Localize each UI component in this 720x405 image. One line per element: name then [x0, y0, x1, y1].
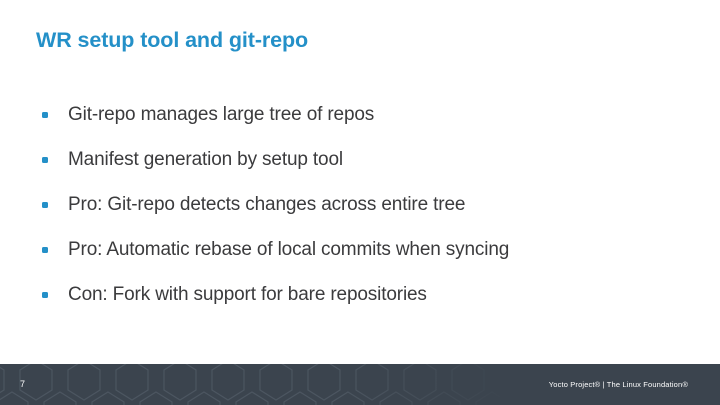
slide-footer: 7 Yocto Project® | The Linux Foundation®	[0, 364, 720, 405]
bullet-square-icon	[42, 291, 48, 298]
list-item: Manifest generation by setup tool	[36, 137, 676, 182]
bullet-square-icon	[42, 156, 48, 163]
list-item-label: Pro: Git-repo detects changes across ent…	[68, 194, 466, 215]
list-item: Pro: Automatic rebase of local commits w…	[36, 227, 676, 272]
page-title: WR setup tool and git-repo	[36, 28, 309, 52]
list-item: Con: Fork with support for bare reposito…	[36, 272, 676, 317]
list-item-label: Git-repo manages large tree of repos	[68, 104, 375, 125]
list-item-label: Manifest generation by setup tool	[68, 149, 343, 170]
bullet-square-icon	[42, 246, 48, 253]
page-number: 7	[20, 379, 26, 389]
list-item: Pro: Git-repo detects changes across ent…	[36, 182, 676, 227]
list-item-label: Pro: Automatic rebase of local commits w…	[68, 239, 510, 260]
bullet-square-icon	[42, 111, 48, 118]
bullet-square-icon	[42, 201, 48, 208]
footer-credit: Yocto Project® | The Linux Foundation®	[548, 380, 688, 389]
list-item-label: Con: Fork with support for bare reposito…	[68, 284, 427, 305]
footer-pattern-fade	[340, 364, 540, 405]
bullet-list: Git-repo manages large tree of repos Man…	[36, 92, 676, 317]
list-item: Git-repo manages large tree of repos	[36, 92, 676, 137]
